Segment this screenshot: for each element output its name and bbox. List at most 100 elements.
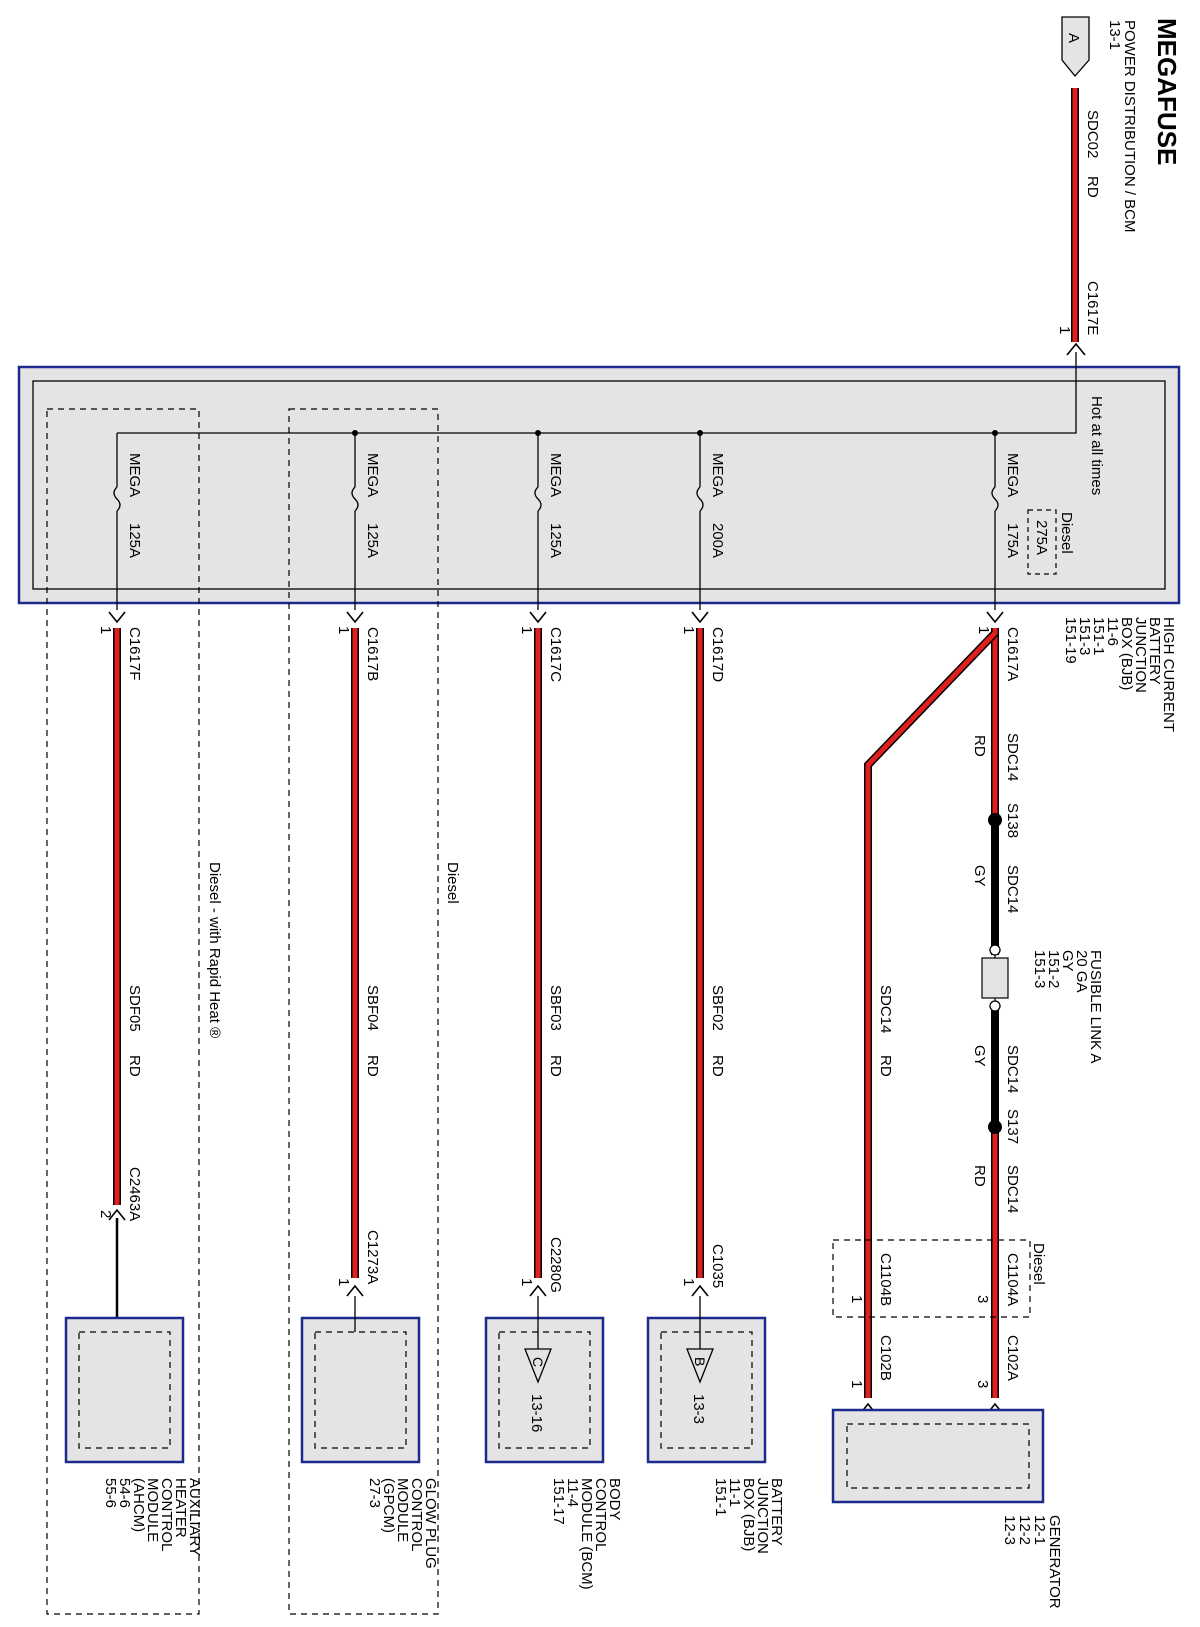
fuse-symbol bbox=[696, 486, 704, 512]
fuse-3-color: RD bbox=[547, 1055, 564, 1077]
source-label: POWER DISTRIBUTION / BCM 13-1 bbox=[1106, 20, 1138, 237]
gpcm-label: GLOW PLUG CONTROL MODULE (GPCM) 27-3 bbox=[366, 1478, 439, 1573]
fuse-3-type: MEGA bbox=[547, 453, 564, 497]
hcbjb-label: HIGH CURRENT BATTERY JUNCTION BOX (BJB) … bbox=[1062, 617, 1177, 736]
gen-lower-circuit: SDC14 bbox=[877, 985, 894, 1033]
gen-splice2-label: S137 bbox=[1004, 1109, 1021, 1144]
fuse-2-type: MEGA bbox=[709, 453, 726, 497]
gen-seg3-color: GY bbox=[971, 1045, 988, 1067]
fuse-4-end-pin: 1 bbox=[335, 1278, 352, 1286]
gen-lower-color: RD bbox=[877, 1055, 894, 1077]
fuse-4-color: RD bbox=[364, 1055, 381, 1077]
bjb-label: BATTERY JUNCTION BOX (BJB) 11-1 151-1 bbox=[712, 1478, 785, 1558]
fusible-link-label: FUSIBLE LINK A 20 GA GY 151-2 151-3 bbox=[1031, 950, 1104, 1067]
fuse-column-2 bbox=[696, 430, 704, 610]
hcbjb-inner-box bbox=[32, 380, 1166, 590]
fuse-column-4 bbox=[351, 430, 359, 610]
gen-upper-gen-connector: C102A bbox=[1004, 1335, 1021, 1381]
splice-s137 bbox=[988, 1120, 1002, 1134]
gen-upper-inline-connector: C1104A bbox=[1004, 1253, 1021, 1306]
fuse-5-end-pin: 2 bbox=[97, 1210, 114, 1218]
fuse-1-type: MEGA bbox=[1004, 453, 1021, 497]
gen-lower-gen-connector: C102B bbox=[877, 1335, 894, 1381]
triangle-connector-icon bbox=[686, 1348, 714, 1384]
ahcm-module bbox=[64, 1316, 185, 1464]
fuse-4-rating: 125A bbox=[364, 523, 381, 558]
fuse-2-end-connector: C1035 bbox=[709, 1244, 726, 1288]
fuse-2-end-pin: 1 bbox=[680, 1278, 697, 1286]
fuse-symbol bbox=[534, 486, 542, 512]
gen-seg2-circuit: SDC14 bbox=[1004, 865, 1021, 913]
fuse-3-end-pin: 1 bbox=[518, 1278, 535, 1286]
gen-splice1-label: S138 bbox=[1004, 803, 1021, 838]
bcm-ref: 13-16 bbox=[528, 1394, 545, 1432]
inline-diesel-region bbox=[832, 1239, 1031, 1318]
fuse-1-rating: 175A bbox=[1004, 523, 1021, 558]
triangle-connector-icon bbox=[524, 1348, 552, 1384]
source-circuit: SDC02 bbox=[1084, 110, 1101, 158]
gpcm-region-label: Diesel bbox=[444, 862, 461, 904]
bjb-module bbox=[646, 1296, 767, 1464]
generator-wire-lower bbox=[864, 630, 998, 1398]
fuse-1-alt-rating: 275A bbox=[1033, 520, 1050, 555]
gen-lower-inline-connector: C1104B bbox=[877, 1253, 894, 1306]
fuse-column-1 bbox=[991, 430, 999, 610]
fuse-3-circuit: SBF03 bbox=[547, 985, 564, 1031]
fuse-5-circuit: SDF05 bbox=[126, 985, 143, 1032]
source-color: RD bbox=[1084, 176, 1101, 198]
ahcm-region-label: Diesel - with Rapid Heat ® bbox=[206, 862, 223, 1038]
splice-s138 bbox=[988, 813, 1002, 827]
ahcm-label: AUXILIARY HEATER CONTROL MODULE (AHCM) 5… bbox=[102, 1478, 203, 1560]
fuse-2-pin: 1 bbox=[680, 626, 697, 634]
gen-seg1-circuit: SDC14 bbox=[1004, 733, 1021, 781]
source-connector-letter: A bbox=[1065, 33, 1082, 43]
fuse-1-pin: 1 bbox=[975, 626, 992, 634]
gen-seg1-color: RD bbox=[971, 735, 988, 757]
fuse-3-pin: 1 bbox=[518, 626, 535, 634]
fuse-5-end-connector: C2463A bbox=[126, 1167, 143, 1221]
connector-arrow bbox=[1066, 342, 1086, 356]
source-pin: 1 bbox=[1056, 326, 1073, 334]
gen-seg3-circuit: SDC14 bbox=[1004, 1045, 1021, 1093]
fuse-3-connector: C1617C bbox=[547, 627, 564, 682]
fuse-5-type: MEGA bbox=[126, 453, 143, 497]
generator-label: GENERATOR 12-1 12-2 12-3 bbox=[1001, 1515, 1063, 1613]
gen-seg4-circuit: SDC14 bbox=[1004, 1165, 1021, 1213]
fuse-3-end-connector: C2280G bbox=[547, 1237, 564, 1293]
fuse-5-connector: C1617F bbox=[126, 627, 143, 680]
gen-upper-inline-pin: 3 bbox=[974, 1295, 991, 1303]
gen-seg2-color: GY bbox=[971, 865, 988, 887]
bcm-letter: C bbox=[530, 1357, 546, 1367]
source-connector-icon bbox=[1061, 16, 1090, 78]
bcm-label: BODY CONTROL MODULE (BCM) 11-4 151-17 bbox=[550, 1478, 623, 1594]
fuse-symbol bbox=[991, 486, 999, 512]
fuse-5-rating: 125A bbox=[126, 523, 143, 558]
source-wire bbox=[1061, 16, 1090, 356]
fuse-5-pin: 1 bbox=[97, 626, 114, 634]
fuse-1-alt-label: Diesel bbox=[1058, 512, 1075, 554]
branch-wires bbox=[113, 628, 704, 1330]
fuse-4-circuit: SBF04 bbox=[364, 985, 381, 1031]
gpcm-module bbox=[300, 1296, 421, 1464]
fuse-1-connector: C1617A bbox=[1004, 627, 1021, 681]
gpcm-dashed-region bbox=[288, 408, 439, 1615]
gen-seg4-color: RD bbox=[971, 1165, 988, 1187]
fuse-2-rating: 200A bbox=[709, 523, 726, 558]
hcbjb-bus bbox=[117, 352, 1077, 434]
fuse-5-color: RD bbox=[126, 1055, 143, 1077]
fuse-column-5 bbox=[113, 433, 121, 610]
inline-diesel-label: Diesel bbox=[1030, 1243, 1047, 1285]
gen-lower-inline-pin: 1 bbox=[848, 1295, 865, 1303]
diesel-alt-rating-box bbox=[1027, 509, 1057, 575]
fuse-3-rating: 125A bbox=[547, 523, 564, 558]
fuse-column-3 bbox=[534, 430, 542, 610]
fuse-symbol bbox=[351, 486, 359, 512]
fuse-2-circuit: SBF02 bbox=[709, 985, 726, 1031]
hcbjb-outer-box bbox=[17, 365, 1181, 605]
fuse-4-type: MEGA bbox=[364, 453, 381, 497]
fuse-4-connector: C1617B bbox=[364, 627, 381, 681]
fusible-link-a bbox=[981, 944, 1009, 1012]
bjb-ref: 13-3 bbox=[690, 1394, 707, 1424]
bjb-letter: B bbox=[692, 1357, 708, 1366]
